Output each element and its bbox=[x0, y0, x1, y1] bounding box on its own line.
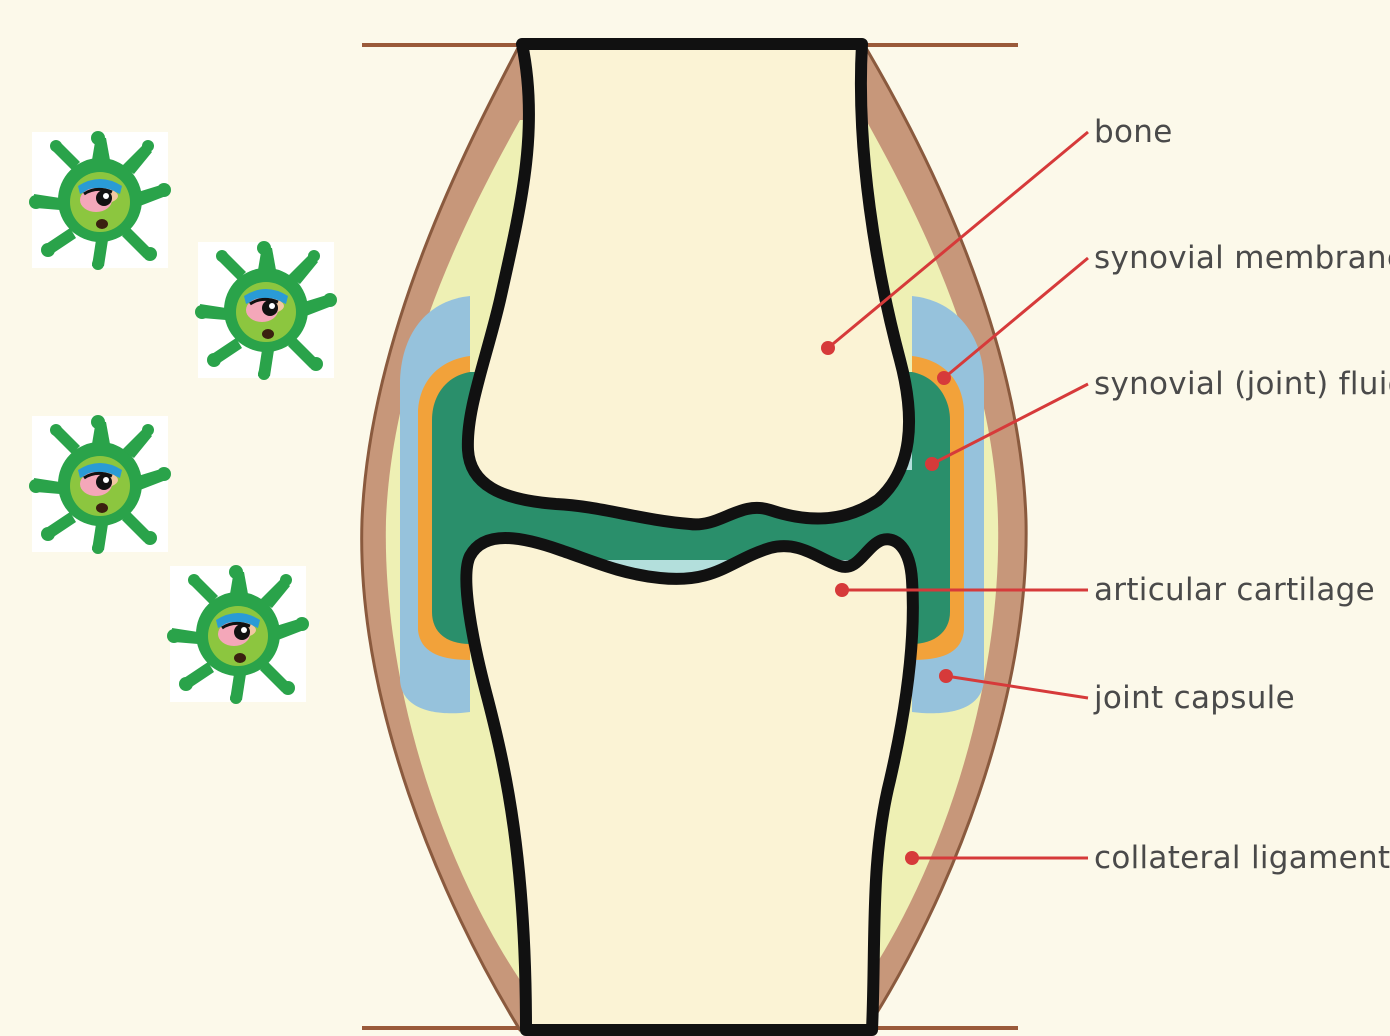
joint-capsule-pointer-dot bbox=[939, 669, 953, 683]
synovial-fluid-pointer-dot bbox=[925, 457, 939, 471]
germ-icon bbox=[29, 131, 171, 270]
synovial-membrane-label: synovial membrane bbox=[1094, 240, 1390, 276]
upper-bone-shape bbox=[468, 44, 909, 524]
bone-pointer-dot bbox=[821, 341, 835, 355]
joint-capsule-label: joint capsule bbox=[1093, 680, 1295, 716]
articular-cartilage-label: articular cartilage bbox=[1094, 572, 1375, 608]
synovial-membrane-pointer-dot bbox=[937, 371, 951, 385]
collateral-ligament-pointer-dot bbox=[905, 851, 919, 865]
articular-cartilage-pointer-dot bbox=[835, 583, 849, 597]
lower-bone-shape bbox=[466, 538, 913, 1030]
germ-icon bbox=[195, 241, 337, 380]
germ-icon bbox=[29, 415, 171, 554]
synovial-fluid-label: synovial (joint) fluid bbox=[1094, 366, 1390, 402]
germ-icon bbox=[167, 565, 309, 704]
bone-label: bone bbox=[1094, 114, 1173, 150]
collateral-ligament-label: collateral ligament bbox=[1094, 840, 1390, 876]
